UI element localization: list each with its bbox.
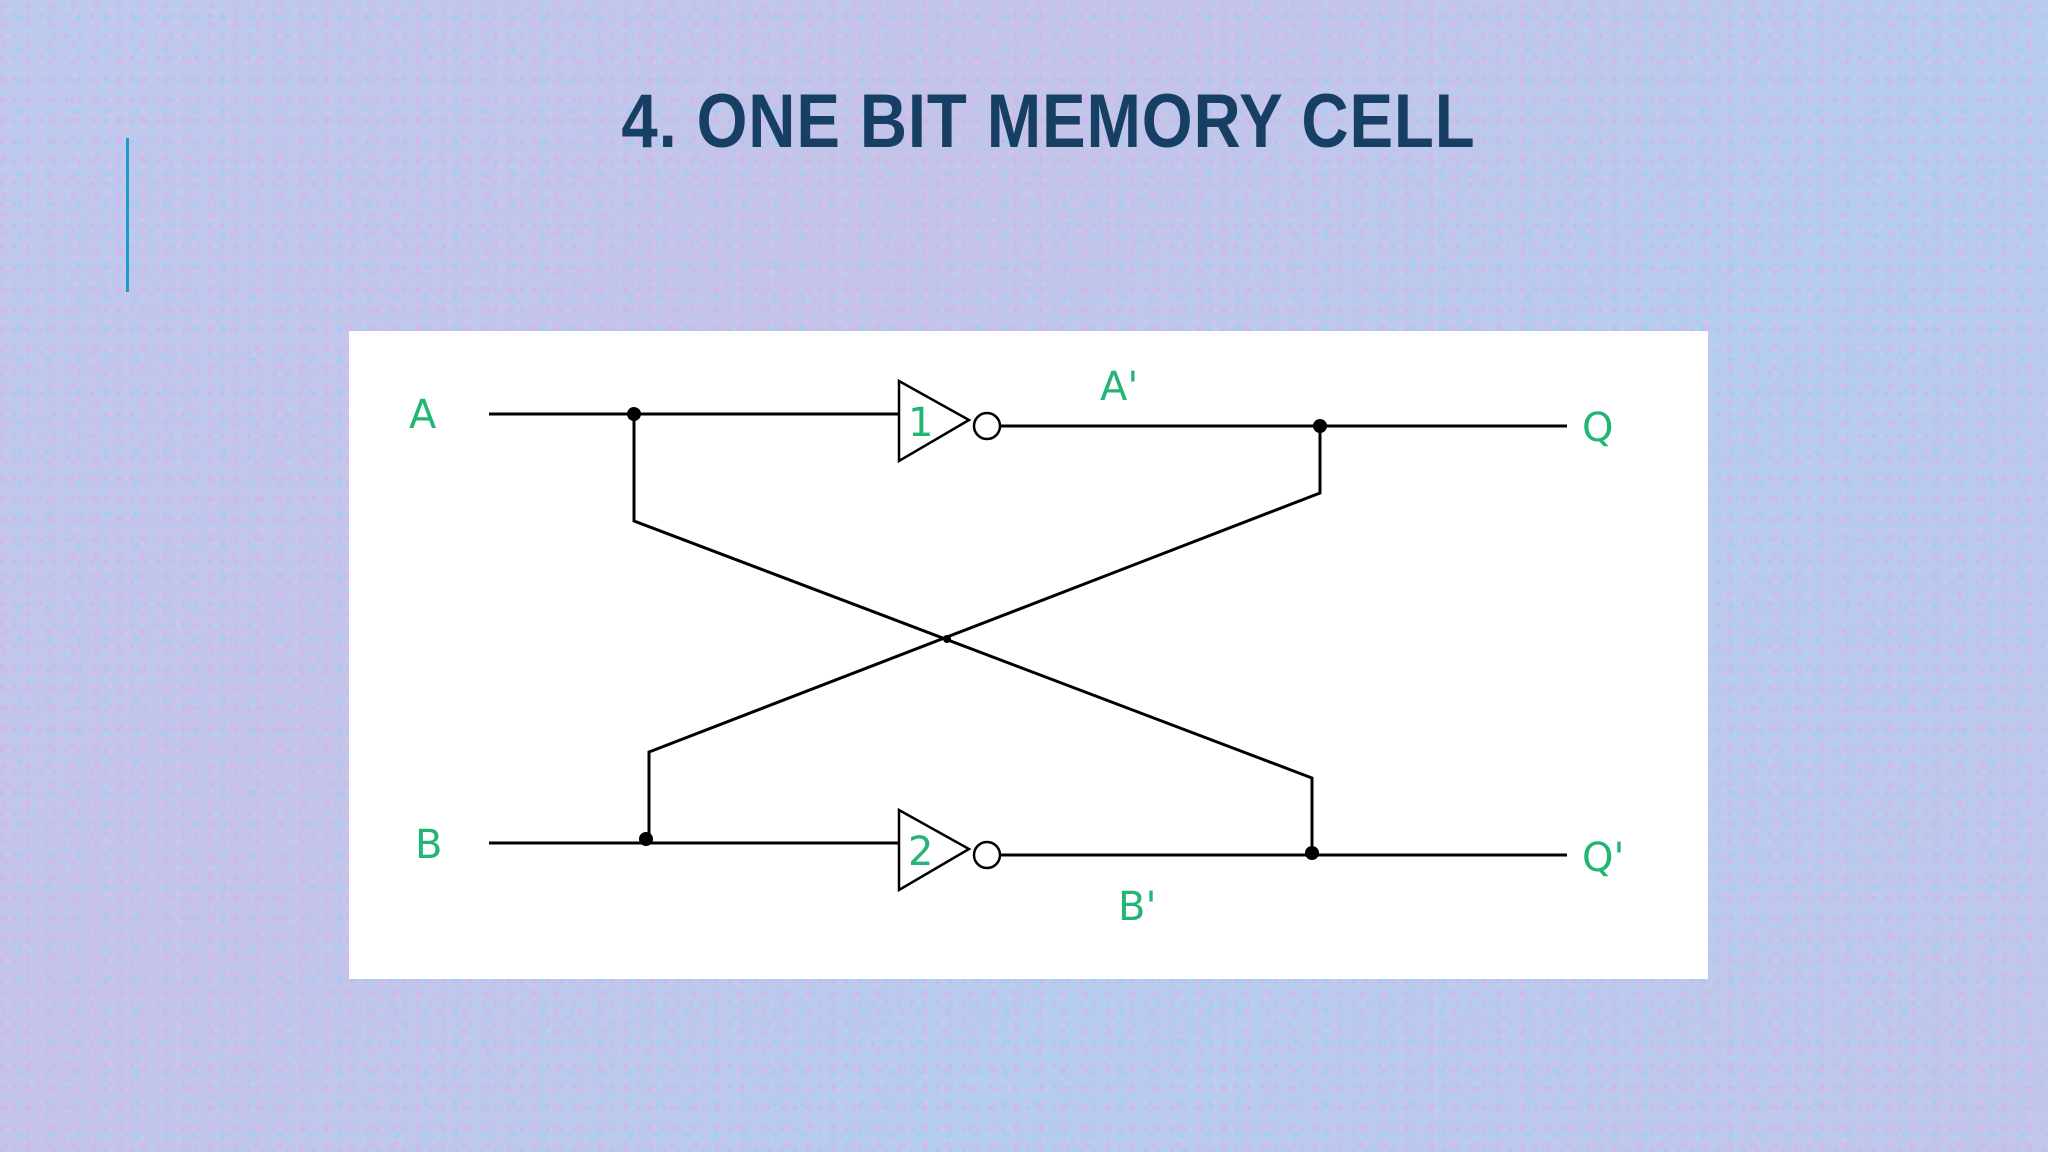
feedback-wire-q-to-b	[647, 426, 1322, 843]
junction-dot-b	[639, 832, 653, 846]
slide-title: 4. ONE BIT MEMORY CELL	[621, 79, 1476, 164]
circuit-diagram-panel: 1 2 A B A' B' Q Q'	[349, 331, 1708, 979]
crossover-point	[943, 635, 951, 643]
label-input-b: B	[415, 822, 442, 868]
junction-dot-q	[1313, 419, 1327, 433]
label-input-a: A	[409, 392, 437, 438]
not-gate-2: 2	[897, 807, 1002, 893]
label-b-prime: B'	[1118, 884, 1156, 930]
feedback-wire-a-to-qbar	[632, 414, 1314, 855]
circuit-diagram: 1 2 A B A' B' Q Q'	[409, 364, 1624, 930]
label-output-q: Q	[1582, 405, 1613, 451]
label-a-prime: A'	[1100, 364, 1138, 410]
label-output-qbar: Q'	[1582, 835, 1624, 881]
gate-2-label: 2	[908, 829, 933, 875]
junction-dot-qbar	[1305, 846, 1319, 860]
not-gate-1: 1	[897, 378, 1002, 464]
title-accent-bar	[126, 138, 129, 292]
gate-1-label: 1	[908, 400, 933, 446]
junction-dot-a	[627, 407, 641, 421]
